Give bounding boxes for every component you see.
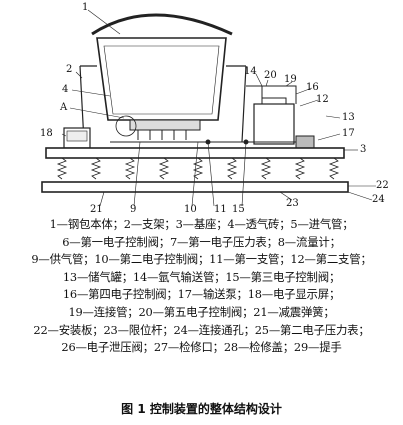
shock-springs: [56, 157, 340, 180]
legend-line: 9—供气管；10—第二电子控制阀；11—第一支管；12—第二支管；: [31, 252, 372, 267]
callout-14: 14: [244, 66, 257, 77]
argon-pipe: [246, 85, 297, 104]
callout-15: 15: [232, 204, 245, 212]
callout-18: 18: [40, 128, 53, 139]
detail-circle-a: [115, 115, 137, 137]
legend-line: 16—第四电子控制阀；17—输送泵；18—电子显示屏；: [62, 287, 341, 302]
callout-23: 23: [286, 198, 299, 209]
structure-diagram: 1 2 4 A 18 14 20 19 16 12 13 17 3 22 24 …: [40, 2, 389, 212]
callout-2: 2: [66, 64, 72, 75]
callout-20: 20: [264, 70, 277, 81]
ladle-body: [96, 37, 227, 121]
callout-11: 11: [214, 204, 227, 212]
base-platform: [45, 147, 345, 159]
callout-19: 19: [284, 74, 297, 85]
callout-17: 17: [342, 128, 355, 139]
pump: [295, 135, 315, 149]
legend: 1—钢包本体；2—支架；3—基座；4—透气砖；5—进气管； 6—第一电子控制阀；…: [0, 216, 403, 357]
callout-22: 22: [376, 180, 389, 191]
callout-a: A: [59, 102, 68, 113]
gas-bricks: [129, 119, 201, 140]
legend-line: 26—电子泄压阀；27—检修口；28—检修盖；29—提手: [61, 340, 342, 355]
callout-10: 10: [184, 204, 197, 212]
callout-4: 4: [62, 84, 68, 95]
callout-24: 24: [372, 194, 385, 205]
legend-line: 6—第一电子控制阀；7—第一电子压力表；8—流量计；: [62, 234, 341, 249]
legend-line: 19—连接管；20—第五电子控制阀；21—减震弹簧；: [68, 304, 335, 319]
legend-line: 13—储气罐；14—氩气输送管；15—第三电子控制阀；: [62, 269, 341, 284]
mounting-plate: [41, 181, 349, 193]
callout-9: 9: [130, 204, 136, 212]
legend-line: 22—安装板；23—限位杆；24—连接通孔；25—第二电子压力表；: [33, 322, 370, 337]
callout-21: 21: [90, 204, 103, 212]
callout-16: 16: [306, 82, 319, 93]
gas-tank: [253, 103, 295, 145]
callout-13: 13: [342, 112, 355, 123]
support-frame: [79, 65, 247, 143]
callout-12: 12: [316, 94, 329, 105]
callout-3: 3: [360, 144, 366, 155]
legend-line: 1—钢包本体；2—支架；3—基座；4—透气砖；5—进气管；: [49, 217, 354, 231]
callout-1: 1: [82, 2, 88, 13]
figure-caption: 图 1 控制装置的整体结构设计: [121, 402, 282, 416]
ladle-handle: [91, 13, 233, 36]
